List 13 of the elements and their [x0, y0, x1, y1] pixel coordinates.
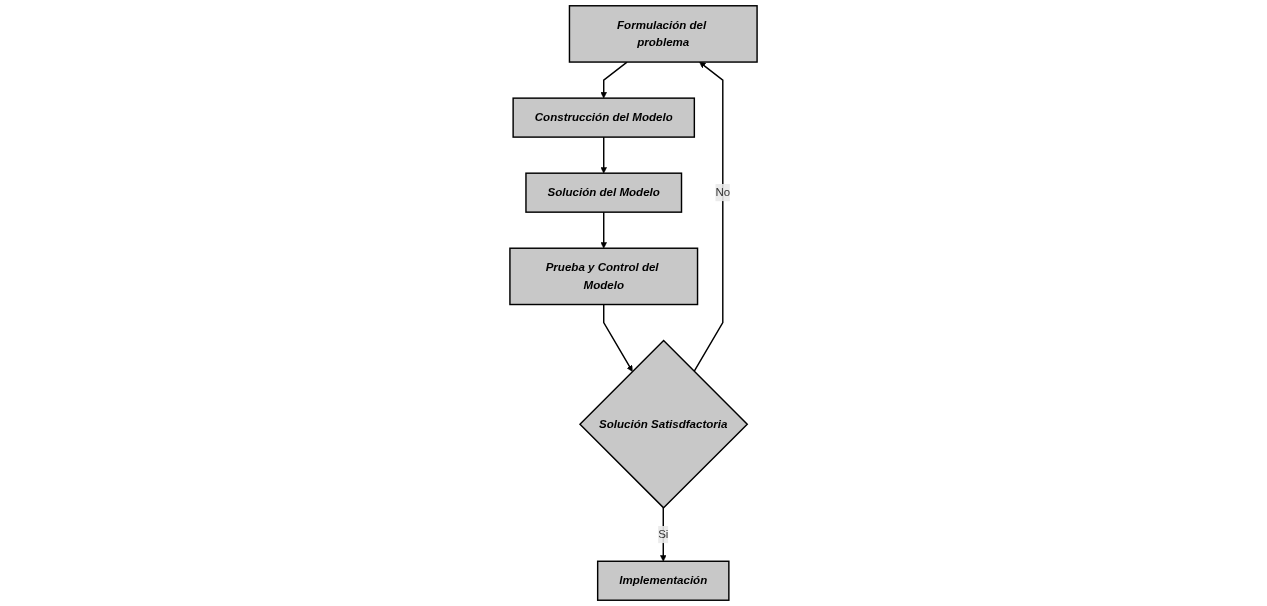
node-box: Prueba y Control del Modelo — [509, 247, 699, 306]
arrow — [600, 61, 628, 99]
edge-label: No — [715, 186, 731, 199]
node-diamond: Solución Satisdfactoria — [578, 339, 749, 509]
arrow — [603, 303, 633, 372]
node-box: Solución del Modelo — [525, 172, 683, 213]
edge-label: Si — [658, 528, 669, 541]
arrow — [600, 211, 607, 249]
arrow — [600, 136, 607, 174]
arrow — [693, 61, 724, 373]
node-box: Implementación — [596, 560, 730, 601]
node-box: Formulación del problema — [568, 5, 758, 63]
node-box: Construcción del Modelo — [512, 97, 696, 138]
